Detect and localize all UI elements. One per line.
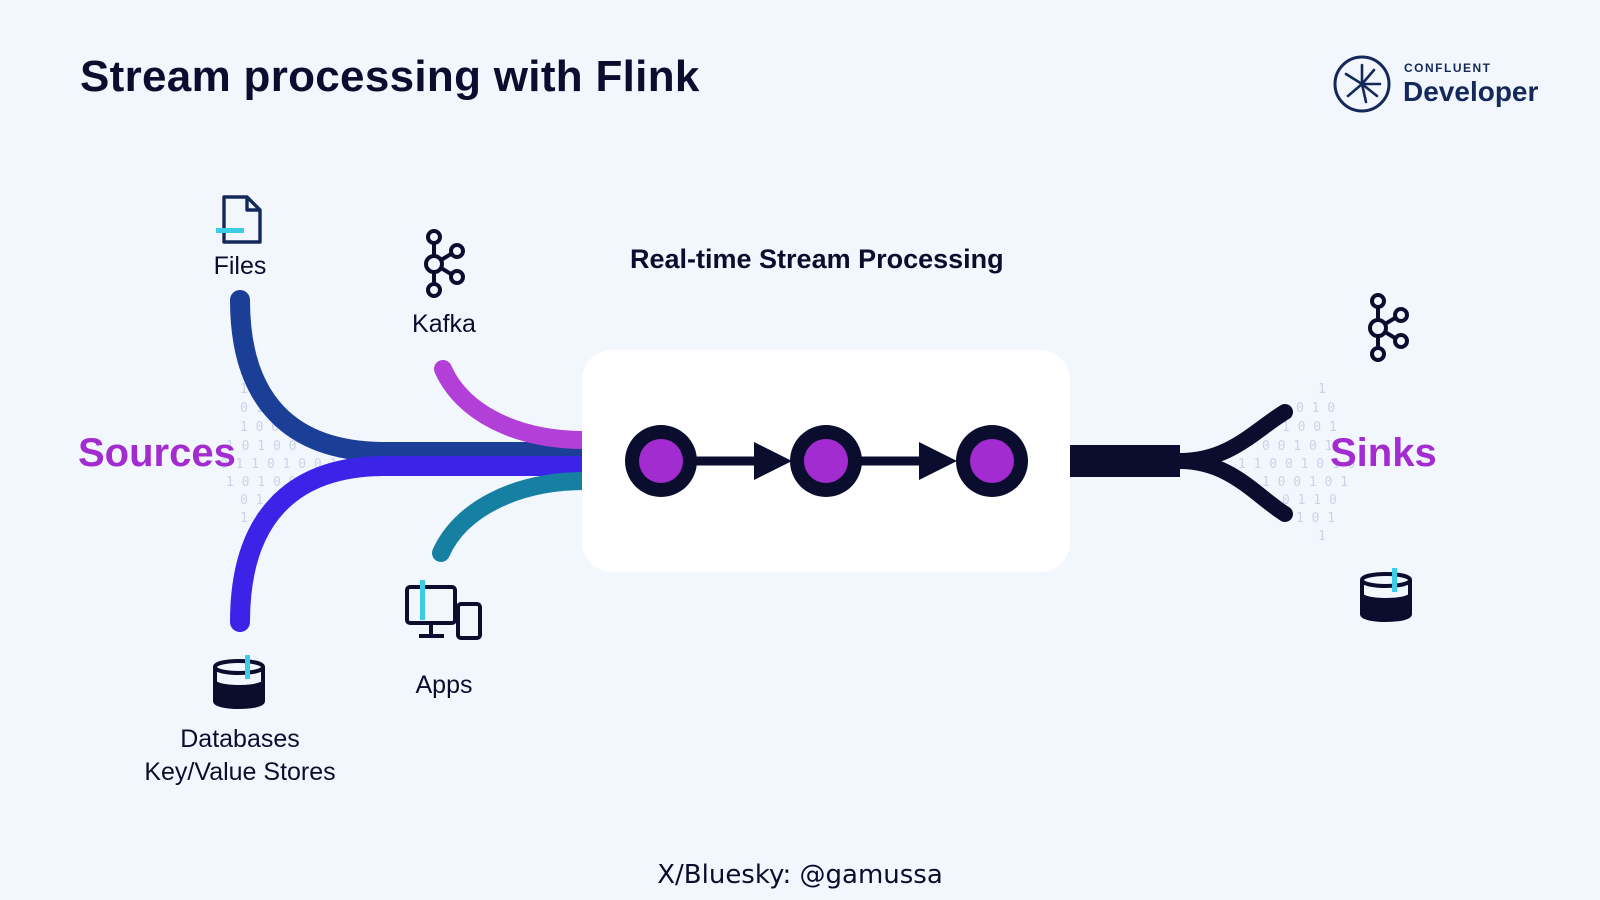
processing-box <box>582 350 1070 572</box>
processing-title: Real-time Stream Processing <box>630 244 1004 274</box>
files-stream <box>230 290 595 462</box>
sinks-heading: Sinks <box>1330 431 1437 475</box>
database-icon <box>213 655 265 709</box>
svg-text:0 0 1 0 1: 0 0 1 0 1 <box>1262 439 1332 454</box>
databases-label: Databases Key/Value Stores <box>144 725 336 786</box>
svg-text:0 1 1 0: 0 1 1 0 <box>1282 493 1337 508</box>
apps-label: Apps <box>415 671 473 699</box>
logo-brand: CONFLUENT <box>1404 61 1492 75</box>
slide-title: Stream processing with Flink <box>80 52 700 101</box>
footer-handle: X/Bluesky: @gamussa <box>657 860 943 890</box>
databases-stream <box>230 456 595 632</box>
svg-text:1 0 1 0 0: 1 0 1 0 0 <box>226 439 296 454</box>
svg-text:1: 1 <box>240 382 248 397</box>
svg-text:1: 1 <box>1318 382 1326 397</box>
svg-text:1 1 0 0 1 0 1 0: 1 1 0 0 1 0 1 0 <box>1238 457 1355 472</box>
sink-kafka-icon <box>1368 293 1409 362</box>
svg-text:1 0 1: 1 0 1 <box>1296 511 1335 526</box>
apps-stream <box>432 472 594 562</box>
sink-database-icon <box>1360 568 1412 622</box>
svg-text:1 0 0 1 0 1: 1 0 0 1 0 1 <box>1262 475 1348 490</box>
sink-stream-lower <box>1172 453 1293 522</box>
kafka-source-stream <box>434 360 594 449</box>
svg-text:1 0 1 0 0: 1 0 1 0 0 <box>226 475 296 490</box>
confluent-logo <box>1333 55 1391 113</box>
kafka-icon <box>424 229 465 298</box>
kafka-label: Kafka <box>412 310 476 338</box>
binary-decoration-right: 1 0 1 0 1 0 0 1 0 0 1 0 1 1 1 0 0 1 0 1 … <box>1238 382 1355 544</box>
svg-text:0 1 0: 0 1 0 <box>1296 401 1335 416</box>
svg-text:1 0 0 1: 1 0 0 1 <box>1282 420 1337 435</box>
logo-product: Developer <box>1403 76 1539 107</box>
sources-heading: Sources <box>78 431 236 475</box>
files-label: Files <box>213 252 267 280</box>
file-icon <box>216 195 262 244</box>
svg-text:1 0 0: 1 0 0 <box>240 420 279 435</box>
svg-text:1: 1 <box>1318 529 1326 544</box>
devices-icon <box>405 580 482 640</box>
